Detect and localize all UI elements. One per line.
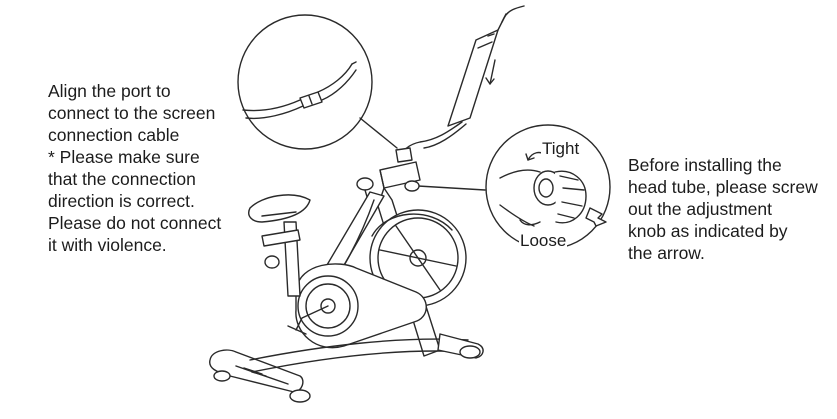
tight-label: Tight [541,139,581,158]
loose-label: Loose [519,231,568,250]
knob-line-4: knob as indicated by [628,221,788,241]
loose-arrow-icon [519,219,541,226]
knob-leader-line [417,185,486,191]
head-tube-icon [395,5,525,163]
direction-arrow-icon [585,207,607,227]
knob-line-3: out the adjustment [628,199,772,219]
connection-line-2: connect to the screen [48,103,216,123]
spin-bike-icon [209,161,484,403]
knob-line-1: Before installing the [628,155,782,175]
connection-line-6: direction is correct. [48,191,195,211]
connector-detail-icon [237,14,373,150]
knob-line-5: the arrow. [628,243,705,263]
connection-line-5: that the connection [48,169,196,189]
connection-line-3: connection cable [48,125,180,145]
connection-line-7: Please do not connect [48,213,222,233]
connection-line-4: * Please make sure [48,147,200,167]
connection-line-8: it with violence. [48,235,167,255]
connection-line-1: Align the port to [48,81,171,101]
connection-instruction-text: Align the port to connect to the screen … [48,80,221,256]
connector-leader-line [359,117,398,149]
knob-line-2: head tube, please screw [628,177,818,197]
knob-instruction-text: Before installing the head tube, please … [628,154,818,264]
